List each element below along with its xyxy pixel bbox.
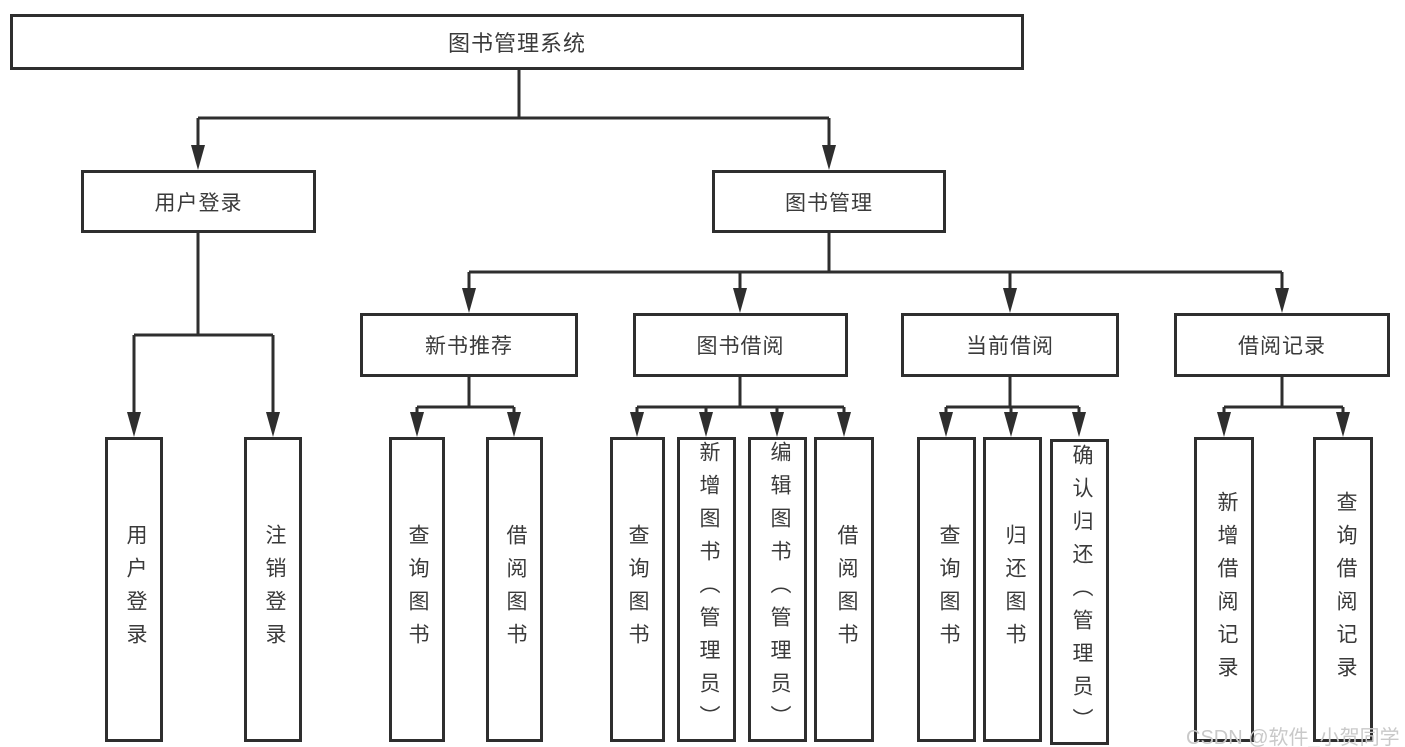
node-new-book-recommend: 新书推荐 [360,313,578,377]
leaf-query-books-borrow: 查询图书 [610,437,665,742]
connector-lines [132,70,1345,416]
leaf-borrow-books-recommend: 借阅图书 [486,437,543,742]
arrow-down-icon [507,412,521,437]
arrowheads [127,145,1350,437]
leaf-query-books-current: 查询图书 [917,437,976,742]
arrow-down-icon [1003,288,1017,313]
arrow-down-icon [1275,288,1289,313]
arrow-down-icon [462,288,476,313]
arrow-down-icon [770,412,784,437]
arrow-down-icon [410,412,424,437]
arrow-down-icon [1217,412,1231,437]
arrow-down-icon [733,288,747,313]
arrow-down-icon [699,412,713,437]
leaf-query-books-recommend: 查询图书 [389,437,445,742]
arrow-down-icon [191,145,205,170]
leaf-borrow-books: 借阅图书 [814,437,874,742]
leaf-logout: 注销登录 [244,437,302,742]
leaf-edit-books-admin: 编辑图书（管理员） [748,437,807,742]
node-user-login: 用户登录 [81,170,316,233]
arrow-down-icon [939,412,953,437]
arrow-down-icon [127,412,141,437]
arrow-down-icon [266,412,280,437]
node-book-borrowing: 图书借阅 [633,313,848,377]
leaf-query-borrow-record: 查询借阅记录 [1313,437,1373,742]
leaf-add-books-admin: 新增图书（管理员） [677,437,736,742]
arrow-down-icon [1072,412,1086,437]
leaf-add-borrow-record: 新增借阅记录 [1194,437,1254,742]
arrow-down-icon [822,145,836,170]
arrow-down-icon [1336,412,1350,437]
csdn-watermark: CSDN @软件_小贺同学 [1186,727,1400,747]
node-root-library-system: 图书管理系统 [10,14,1024,70]
leaf-confirm-return-admin: 确认归还（管理员） [1050,439,1109,745]
leaf-return-books: 归还图书 [983,437,1042,742]
node-book-management: 图书管理 [712,170,946,233]
node-borrowing-records: 借阅记录 [1174,313,1390,377]
arrow-down-icon [1004,412,1018,437]
leaf-user-login: 用户登录 [105,437,163,742]
arrow-down-icon [837,412,851,437]
node-current-borrowing: 当前借阅 [901,313,1119,377]
arrow-down-icon [630,412,644,437]
